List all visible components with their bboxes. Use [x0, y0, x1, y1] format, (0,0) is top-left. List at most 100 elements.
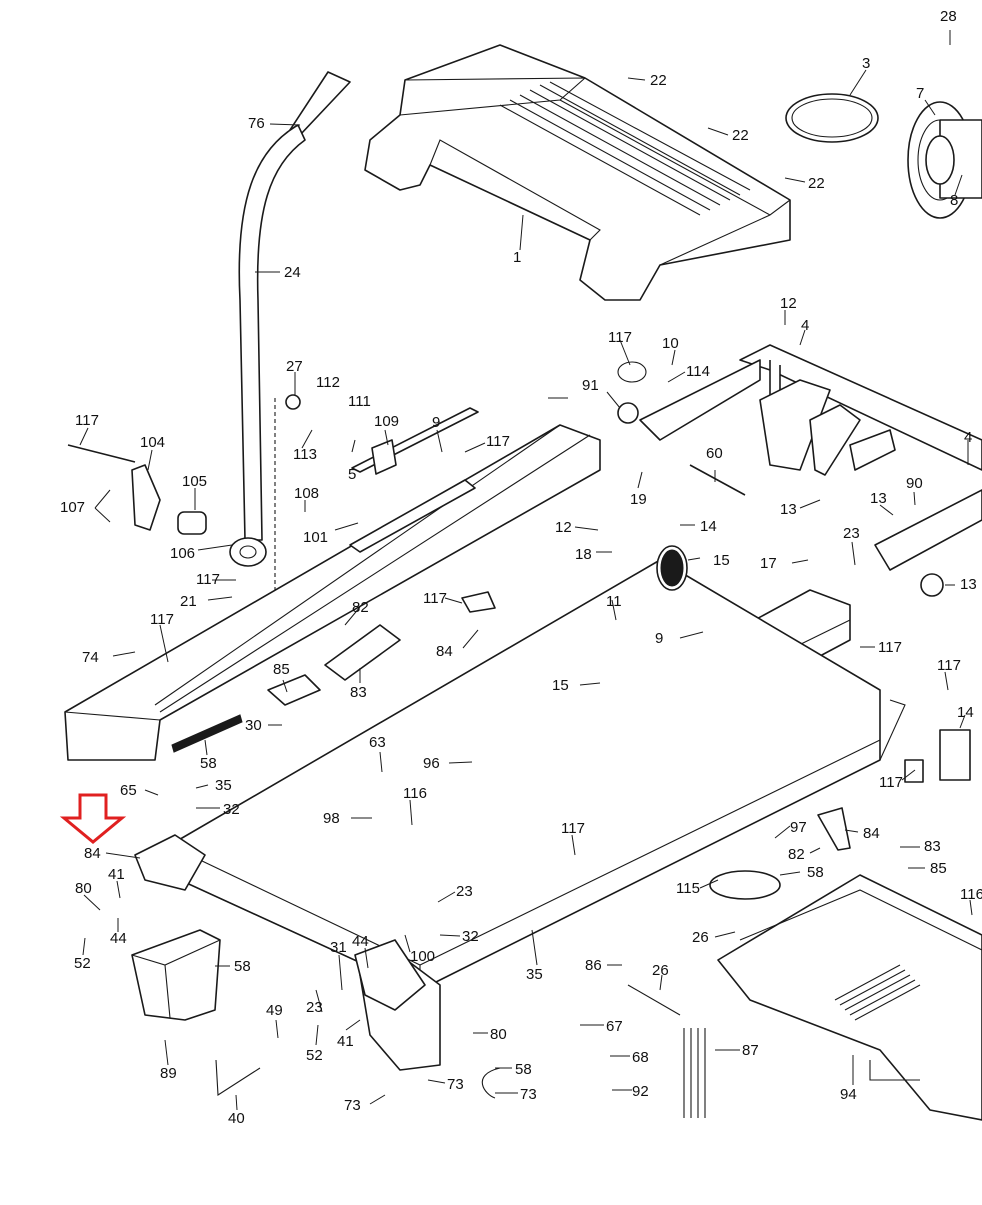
part-label: 84	[863, 825, 880, 842]
motor-hood	[364, 44, 791, 301]
part-label: 35	[215, 777, 232, 794]
wheel-12b	[920, 573, 944, 597]
part-label: 23	[306, 999, 323, 1016]
part-label: 30	[245, 717, 262, 734]
part-label: 60	[706, 445, 723, 462]
part-label: 109	[374, 413, 399, 430]
part-label: 15	[552, 677, 569, 694]
part-label: 4	[964, 429, 972, 446]
part-label: 91	[582, 377, 599, 394]
knob-109	[371, 439, 397, 475]
part-label: 18	[575, 546, 592, 563]
part-label: 117	[561, 820, 585, 837]
part-label: 116	[960, 886, 982, 903]
left-rear-endcap	[131, 834, 221, 1021]
bushing-107	[177, 511, 207, 535]
part-label: 28	[940, 8, 957, 25]
right-rear-endcap	[354, 939, 441, 1071]
part-label: 85	[273, 661, 290, 678]
base-frame	[639, 344, 982, 571]
part-label: 49	[266, 1002, 283, 1019]
part-label: 67	[606, 1018, 623, 1035]
part-label: 31	[330, 939, 347, 956]
part-label: 11	[606, 593, 622, 610]
part-label: 115	[676, 880, 700, 897]
part-label: 32	[223, 801, 240, 818]
part-label: 52	[74, 955, 91, 972]
part-label: 74	[82, 649, 99, 666]
part-label: 40	[228, 1110, 245, 1127]
strip-11	[171, 714, 243, 753]
part-label: 114	[686, 363, 710, 380]
part-label: 4	[801, 317, 809, 334]
part-label: 116	[403, 785, 427, 802]
part-label: 58	[515, 1061, 532, 1078]
tube-63	[939, 729, 971, 781]
cable-10	[617, 361, 647, 383]
part-label: 9	[655, 630, 663, 647]
part-label: 22	[650, 72, 667, 89]
part-label: 13	[960, 576, 977, 593]
part-label: 101	[303, 529, 328, 546]
part-label: 27	[286, 358, 303, 375]
bracket-82b	[817, 807, 851, 851]
cable-40	[481, 1067, 501, 1099]
part-label: 5	[348, 466, 356, 483]
part-label: 80	[75, 880, 92, 897]
part-label: 24	[284, 264, 301, 281]
part-label: 73	[447, 1076, 464, 1093]
part-label: 58	[200, 755, 217, 772]
part-label: 84	[436, 643, 453, 660]
highlight-arrow-icon	[59, 793, 127, 844]
base-pan	[717, 874, 982, 1121]
left-side-rail	[64, 407, 601, 761]
part-label: 44	[352, 933, 369, 950]
part-label: 32	[462, 928, 479, 945]
bolt-19	[689, 464, 746, 496]
part-labels: 28 3 7 8 22 22 22 1 76 24 27 112 111 113…	[60, 8, 982, 1127]
part-label: 21	[180, 593, 197, 610]
part-label: 107	[60, 499, 85, 516]
part-label: 87	[742, 1042, 759, 1059]
drive-belt	[785, 93, 879, 143]
part-label: 104	[140, 434, 165, 451]
part-label: 84	[84, 845, 101, 862]
part-label: 117	[879, 774, 903, 791]
part-label: 86	[585, 957, 602, 974]
bolt-104	[67, 444, 136, 463]
part-label: 117	[878, 639, 902, 656]
part-label: 8	[950, 192, 958, 209]
part-label: 23	[843, 525, 860, 542]
part-label: 98	[323, 810, 340, 827]
part-label: 94	[840, 1086, 857, 1103]
part-label: 58	[234, 958, 251, 975]
part-label: 83	[350, 684, 367, 701]
part-label: 41	[337, 1033, 354, 1050]
part-label: 15	[713, 552, 730, 569]
part-label: 1	[513, 249, 521, 266]
part-label: 117	[423, 590, 447, 607]
part-label: 13	[870, 490, 887, 507]
part-label: 85	[930, 860, 947, 877]
part-label: 96	[423, 755, 440, 772]
part-label: 76	[248, 115, 265, 132]
part-label: 83	[924, 838, 941, 855]
part-label: 17	[760, 555, 777, 572]
part-label: 23	[456, 883, 473, 900]
part-label: 73	[520, 1086, 537, 1103]
part-label: 117	[486, 433, 510, 450]
part-label: 117	[608, 329, 632, 346]
isolator-85	[324, 624, 401, 681]
part-label: 82	[352, 599, 369, 616]
part-label: 14	[700, 518, 717, 535]
part-label: 100	[410, 948, 435, 965]
pad-30	[267, 674, 321, 706]
part-label: 105	[182, 473, 207, 490]
washer-27	[285, 394, 301, 410]
wire-49	[627, 984, 681, 1016]
part-label: 112	[316, 374, 340, 391]
part-label: 97	[790, 819, 807, 836]
part-label: 7	[916, 85, 924, 102]
